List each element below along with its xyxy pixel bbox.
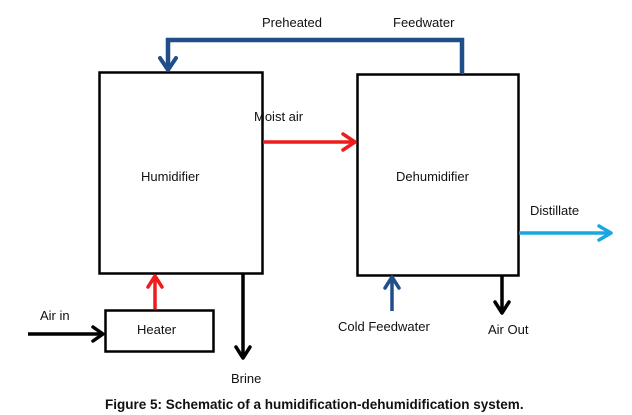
air-out-label: Air Out bbox=[488, 322, 529, 337]
feedwater-label: Feedwater bbox=[393, 15, 455, 30]
air-out-arrow bbox=[493, 276, 511, 315]
dehumidifier-label: Dehumidifier bbox=[396, 169, 470, 184]
heated-air-arrow bbox=[146, 274, 164, 309]
cold-feedwater-label: Cold Feedwater bbox=[338, 319, 430, 334]
dehumidifier-box bbox=[356, 73, 520, 277]
preheated-feedwater-arrow bbox=[158, 37, 465, 74]
brine-arrow bbox=[234, 274, 252, 360]
air-in-arrow bbox=[28, 325, 105, 343]
figure-caption: Figure 5: Schematic of a humidification-… bbox=[105, 397, 524, 412]
distillate-label: Distillate bbox=[530, 203, 579, 218]
humidifier-box bbox=[98, 71, 264, 275]
air-in-label: Air in bbox=[40, 308, 70, 323]
humidifier-label: Humidifier bbox=[141, 169, 200, 184]
preheated-label: Preheated bbox=[262, 15, 322, 30]
distillate-arrow bbox=[519, 224, 613, 242]
heater-label: Heater bbox=[137, 322, 177, 337]
moist-air-arrow bbox=[263, 132, 357, 152]
cold-feedwater-arrow bbox=[383, 275, 401, 311]
moist-air-label: Moist air bbox=[254, 109, 304, 124]
brine-label: Brine bbox=[231, 371, 261, 386]
heater-box bbox=[104, 309, 215, 353]
